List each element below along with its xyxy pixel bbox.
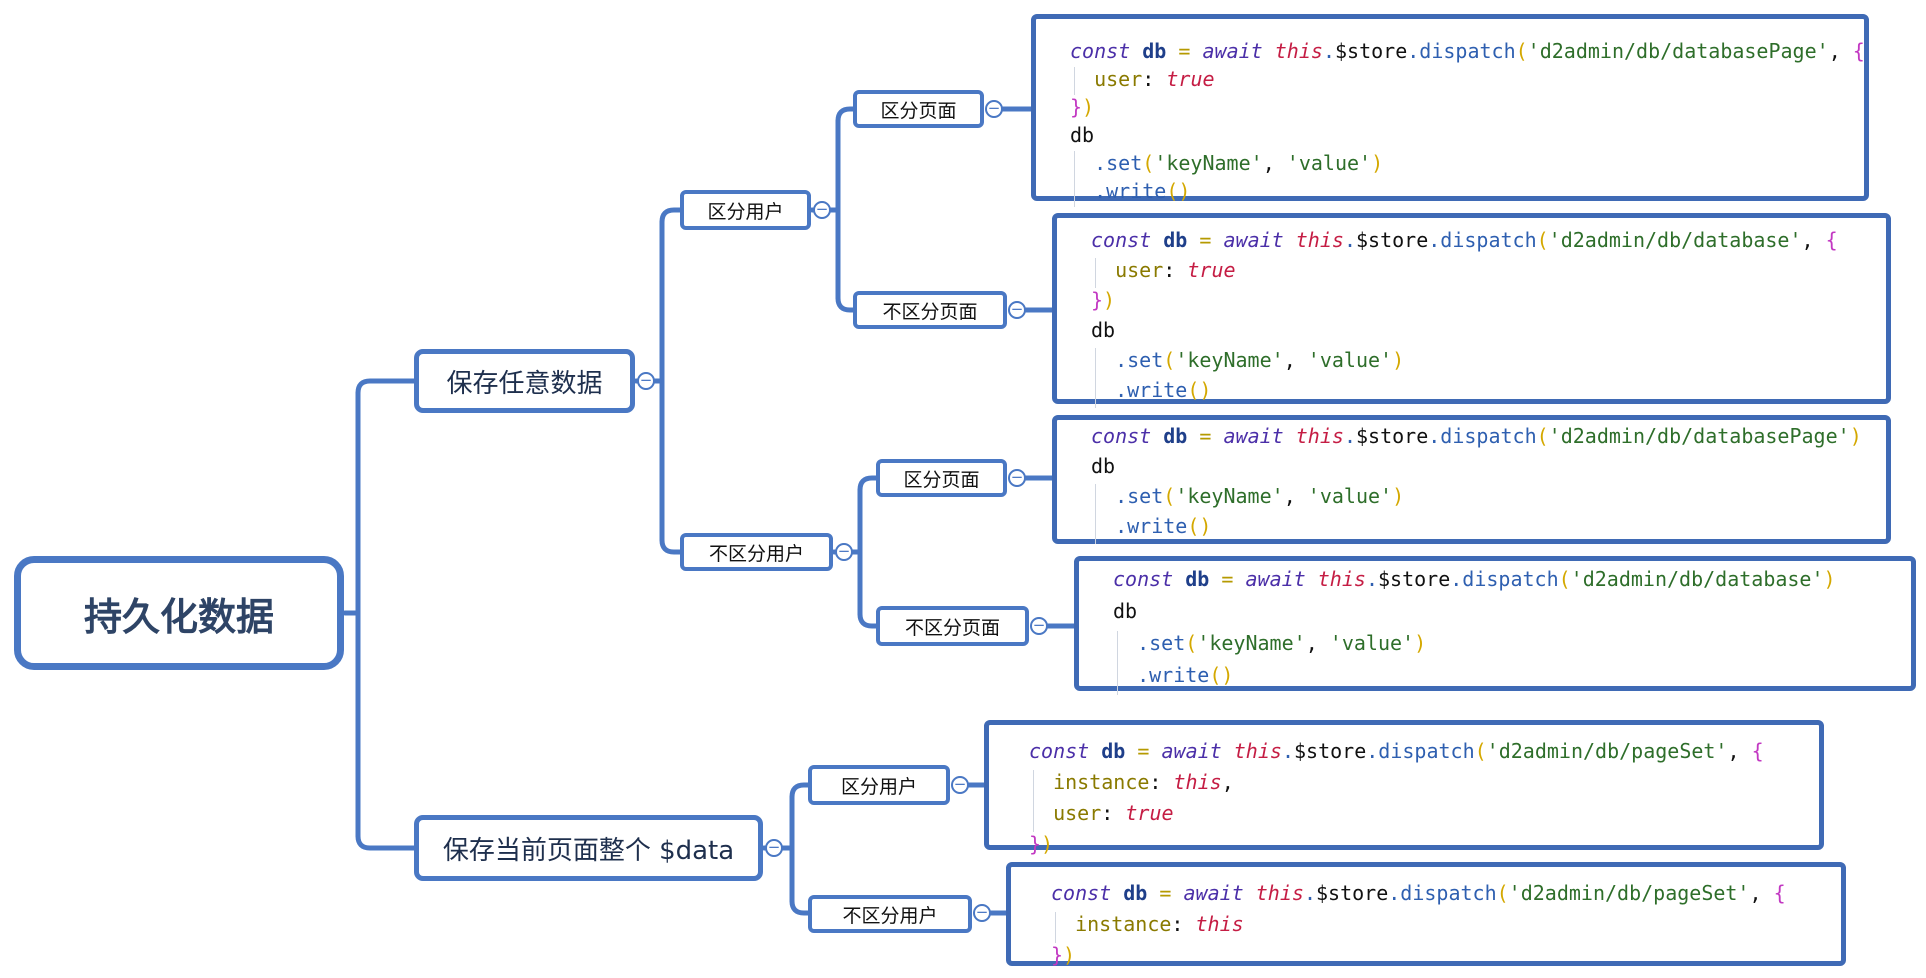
code-line: .write()	[1094, 179, 1191, 203]
branch-save-page-data[interactable]: 保存当前页面整个 $data	[414, 815, 763, 881]
node-label: 不区分页面	[882, 300, 978, 323]
code-line: })	[1070, 95, 1095, 119]
code-line: db	[1070, 123, 1095, 147]
code-line: const db = await this.$store.dispatch('d…	[1029, 739, 1764, 763]
code-block: const db = await this.$store.dispatch('d…	[1074, 556, 1916, 695]
code-line: .set('keyName', 'value')	[1115, 348, 1405, 372]
node-label: 不区分页面	[904, 616, 1000, 639]
code-block: const db = await this.$store.dispatch('d…	[1052, 213, 1891, 408]
code-line: const db = await this.$store.dispatch('d…	[1051, 881, 1786, 905]
collapse-minus-icon[interactable]: −	[951, 776, 969, 794]
node-not-by-user[interactable]: 不区分用户	[680, 533, 833, 571]
code-line: .set('keyName', 'value')	[1094, 151, 1384, 175]
code-line: })	[1029, 832, 1054, 856]
node-label: 区分用户	[840, 775, 917, 798]
code-line: user: true	[1094, 67, 1215, 91]
node-by-user[interactable]: 区分用户	[680, 190, 811, 230]
code-block: const db = await this.$store.dispatch('d…	[1031, 14, 1869, 207]
code-block: const db = await this.$store.dispatch('d…	[984, 720, 1824, 856]
node-label: 区分用户	[707, 200, 784, 223]
branch-label: 保存任意数据	[446, 368, 603, 399]
code-line: .set('keyName', 'value')	[1115, 484, 1405, 508]
collapse-minus-icon[interactable]: −	[985, 100, 1003, 118]
node-label: 不区分用户	[842, 904, 938, 927]
collapse-minus-icon[interactable]: −	[765, 839, 783, 857]
collapse-minus-icon[interactable]: −	[637, 372, 655, 390]
node-not-by-user[interactable]: 不区分用户	[808, 895, 972, 933]
code-line: const db = await this.$store.dispatch('d…	[1070, 39, 1865, 63]
code-line: .write()	[1115, 514, 1212, 538]
collapse-minus-icon[interactable]: −	[1008, 301, 1026, 319]
collapse-minus-icon[interactable]: −	[1030, 617, 1048, 635]
code-line: .set('keyName', 'value')	[1137, 631, 1427, 655]
code-line: user: true	[1053, 801, 1174, 825]
code-block: const db = await this.$store.dispatch('d…	[1006, 862, 1846, 967]
indent-guide	[1095, 484, 1096, 544]
code-line: const db = await this.$store.dispatch('d…	[1091, 424, 1862, 448]
collapse-minus-icon[interactable]: −	[813, 201, 831, 219]
node-label: 区分页面	[880, 99, 957, 122]
code-line: const db = await this.$store.dispatch('d…	[1091, 228, 1838, 252]
code-line: .write()	[1115, 378, 1212, 402]
indent-guide	[1074, 151, 1075, 207]
code-line: const db = await this.$store.dispatch('d…	[1113, 567, 1836, 591]
indent-guide	[1117, 631, 1118, 695]
code-line: instance: this,	[1053, 770, 1234, 794]
indent-guide	[1095, 348, 1096, 408]
code-line: db	[1091, 318, 1116, 342]
node-by-user[interactable]: 区分用户	[808, 765, 950, 805]
collapse-minus-icon[interactable]: −	[1008, 469, 1026, 487]
node-label: 区分页面	[903, 468, 980, 491]
code-line: instance: this	[1075, 912, 1244, 936]
code-line: db	[1113, 599, 1138, 623]
indent-guide	[1074, 67, 1075, 95]
node-not-by-page[interactable]: 不区分页面	[853, 291, 1007, 329]
indent-guide	[1055, 912, 1056, 943]
node-by-page[interactable]: 区分页面	[853, 90, 984, 128]
code-line: db	[1091, 454, 1116, 478]
code-line: user: true	[1115, 258, 1236, 282]
indent-guide	[1095, 258, 1096, 288]
indent-guide	[1033, 770, 1034, 832]
code-line: .write()	[1137, 663, 1234, 687]
branch-save-any-data[interactable]: 保存任意数据	[414, 349, 635, 413]
code-line: })	[1051, 943, 1076, 967]
code-line: })	[1091, 288, 1116, 312]
node-by-page[interactable]: 区分页面	[876, 459, 1007, 497]
code-block: const db = await this.$store.dispatch('d…	[1052, 415, 1891, 544]
collapse-minus-icon[interactable]: −	[835, 543, 853, 561]
node-not-by-page[interactable]: 不区分页面	[876, 606, 1029, 646]
branch-label: 保存当前页面整个 $data	[442, 835, 735, 866]
collapse-minus-icon[interactable]: −	[973, 904, 991, 922]
node-label: 不区分用户	[708, 542, 804, 565]
root-label: 持久化数据	[83, 594, 274, 639]
root-node[interactable]: 持久化数据	[14, 556, 344, 670]
